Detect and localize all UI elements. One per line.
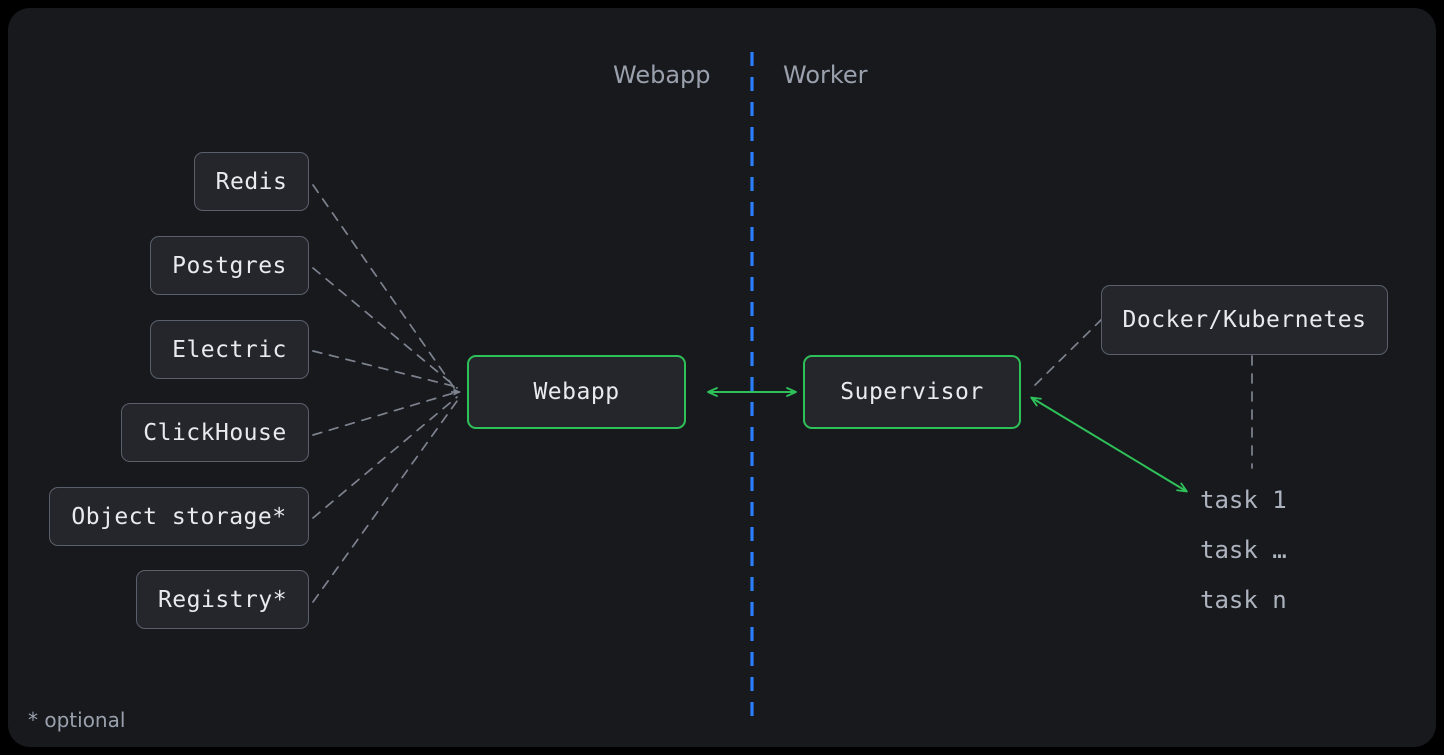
task-label-1: task 1 bbox=[1200, 486, 1287, 514]
task-label-ellipsis: task … bbox=[1200, 536, 1287, 564]
node-webapp[interactable]: Webapp bbox=[467, 355, 686, 429]
connector-electric-webapp bbox=[312, 350, 458, 388]
connector-registry-webapp bbox=[312, 400, 458, 603]
lane-label-webapp: Webapp bbox=[613, 61, 711, 89]
connector-docker-supervisor bbox=[1029, 318, 1103, 391]
node-redis[interactable]: Redis bbox=[194, 152, 309, 211]
node-electric[interactable]: Electric bbox=[150, 320, 309, 379]
node-registry[interactable]: Registry* bbox=[136, 570, 309, 629]
dependency-connectors bbox=[312, 184, 458, 603]
task-label-n: task n bbox=[1200, 586, 1287, 614]
connector-objectstorage-webapp bbox=[312, 396, 458, 519]
diagram-canvas: Webapp Worker Redis Postgres Electric Cl… bbox=[8, 8, 1436, 747]
connector-clickhouse-webapp bbox=[312, 391, 458, 436]
node-postgres[interactable]: Postgres bbox=[150, 236, 309, 295]
connector-redis-webapp bbox=[312, 184, 458, 393]
node-docker-kubernetes[interactable]: Docker/Kubernetes bbox=[1101, 285, 1388, 355]
node-object-storage[interactable]: Object storage* bbox=[49, 487, 309, 546]
connector-supervisor-tasks bbox=[1030, 396, 1188, 493]
node-clickhouse[interactable]: ClickHouse bbox=[121, 403, 309, 462]
lane-label-worker: Worker bbox=[783, 61, 868, 89]
connector-postgres-webapp bbox=[312, 267, 458, 389]
footnote-optional: * optional bbox=[28, 708, 126, 732]
lane-divider bbox=[750, 52, 754, 718]
node-supervisor[interactable]: Supervisor bbox=[803, 355, 1021, 429]
